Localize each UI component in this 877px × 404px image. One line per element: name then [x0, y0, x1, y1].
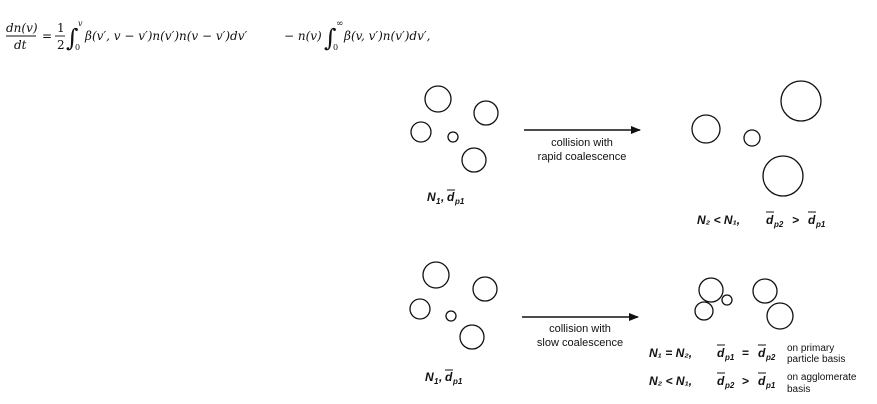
agglomerate-particle — [766, 302, 794, 330]
slow-eq1-d-lhs: d — [717, 346, 725, 360]
initial-particle — [447, 131, 459, 143]
slow-eq2-d-rhs: d — [758, 374, 766, 388]
slow-initial-N-sub: 1 — [434, 377, 439, 386]
slow-eq2-note-1: on agglomerate — [787, 372, 857, 383]
initial-particle — [472, 276, 498, 302]
slow-arrow-label-1: collision with — [549, 323, 611, 335]
slow-eq2-d-lhs: d — [717, 374, 725, 388]
initial-particle — [410, 121, 432, 143]
coagulation-equation: dn(v) dt = 1 2 ∫ v 0 β(v′, v − v′)n(v′)n… — [6, 19, 430, 52]
rapid-arrow-label-2: rapid coalescence — [538, 151, 627, 163]
slow-arrow-label-2: slow coalescence — [537, 337, 623, 349]
slow-eq1-note-1: on primary — [787, 343, 834, 354]
coalesced-particle — [762, 155, 804, 197]
comma: , — [440, 190, 444, 204]
initial-particle — [409, 298, 431, 320]
slow-initial-d-sub: p1 — [452, 377, 463, 386]
integral-1-lower: 0 — [75, 43, 80, 52]
coalesced-particle — [780, 80, 822, 122]
integral-1-upper: v — [78, 19, 83, 28]
slow-initial-N: N — [425, 370, 434, 384]
initial-particle — [459, 324, 485, 350]
rapid-final-d-rhs-sub: p1 — [815, 220, 826, 229]
equals-sign: = — [42, 29, 52, 43]
rapid-coalescence-panel: collision with rapid coalescence N 1 , d… — [410, 80, 826, 229]
coalesced-particle — [691, 114, 721, 144]
integrand-1: β(v′, v − v′)n(v′)n(v − v′)dv′ — [84, 29, 248, 43]
slow-eq2-gt: > — [742, 374, 749, 388]
coalesced-particle — [743, 129, 761, 147]
slow-eq1-equals: = — [742, 346, 749, 360]
integral-2-lower: 0 — [333, 43, 338, 52]
rapid-final-d-lhs: d — [766, 213, 774, 227]
initial-particle — [424, 85, 452, 113]
rapid-final-gt: > — [792, 213, 799, 227]
agglomerate-particle — [721, 294, 733, 306]
rapid-final-N: N₂ < N₁, — [697, 213, 740, 227]
slow-eq1-d-lhs-sub: p1 — [724, 353, 735, 362]
slow-eq2-d-lhs-sub: p2 — [724, 381, 735, 390]
agglomerate-particle — [752, 278, 778, 304]
agglomerate-particle — [698, 277, 724, 303]
slow-eq1-d-rhs: d — [758, 346, 766, 360]
slow-coalescence-panel: collision with slow coalescence N 1 , d … — [409, 261, 857, 395]
integral-sign-1: ∫ — [66, 24, 79, 52]
integral-2-upper: ∞ — [336, 19, 344, 29]
half-denominator: 2 — [57, 38, 65, 52]
rapid-final-d-lhs-sub: p2 — [773, 220, 784, 229]
rapid-initial-d-sub: p1 — [454, 197, 465, 206]
rapid-initial-N: N — [427, 190, 436, 204]
rapid-arrow-label-1: collision with — [551, 137, 613, 149]
initial-particle — [473, 100, 499, 126]
slow-eq1-note-2: particle basis — [787, 354, 845, 365]
slow-initial-d: d — [445, 370, 453, 384]
rapid-initial-d: d — [447, 190, 455, 204]
slow-eq2-d-rhs-sub: p1 — [765, 381, 776, 390]
rapid-initial-N-sub: 1 — [436, 197, 441, 206]
slow-eq2-N: N₂ < N₁, — [649, 374, 692, 388]
initial-particle — [445, 310, 457, 322]
integrand-2: β(v, v′)n(v′)dv′, — [343, 29, 430, 43]
agglomerate-particle — [694, 301, 714, 321]
half-numerator: 1 — [57, 21, 65, 35]
comma: , — [438, 370, 442, 384]
initial-particle — [422, 261, 450, 289]
minus-term: − n(v) — [284, 29, 322, 43]
initial-particle — [461, 147, 487, 173]
lhs-denominator: dt — [14, 38, 27, 52]
integral-sign-2: ∫ — [324, 24, 337, 52]
rapid-final-d-rhs: d — [808, 213, 816, 227]
slow-eq1-N: N₁ = N₂, — [649, 346, 692, 360]
slow-eq2-note-2: basis — [787, 384, 810, 395]
lhs-numerator: dn(v) — [6, 21, 38, 35]
slow-eq1-d-rhs-sub: p2 — [765, 353, 776, 362]
